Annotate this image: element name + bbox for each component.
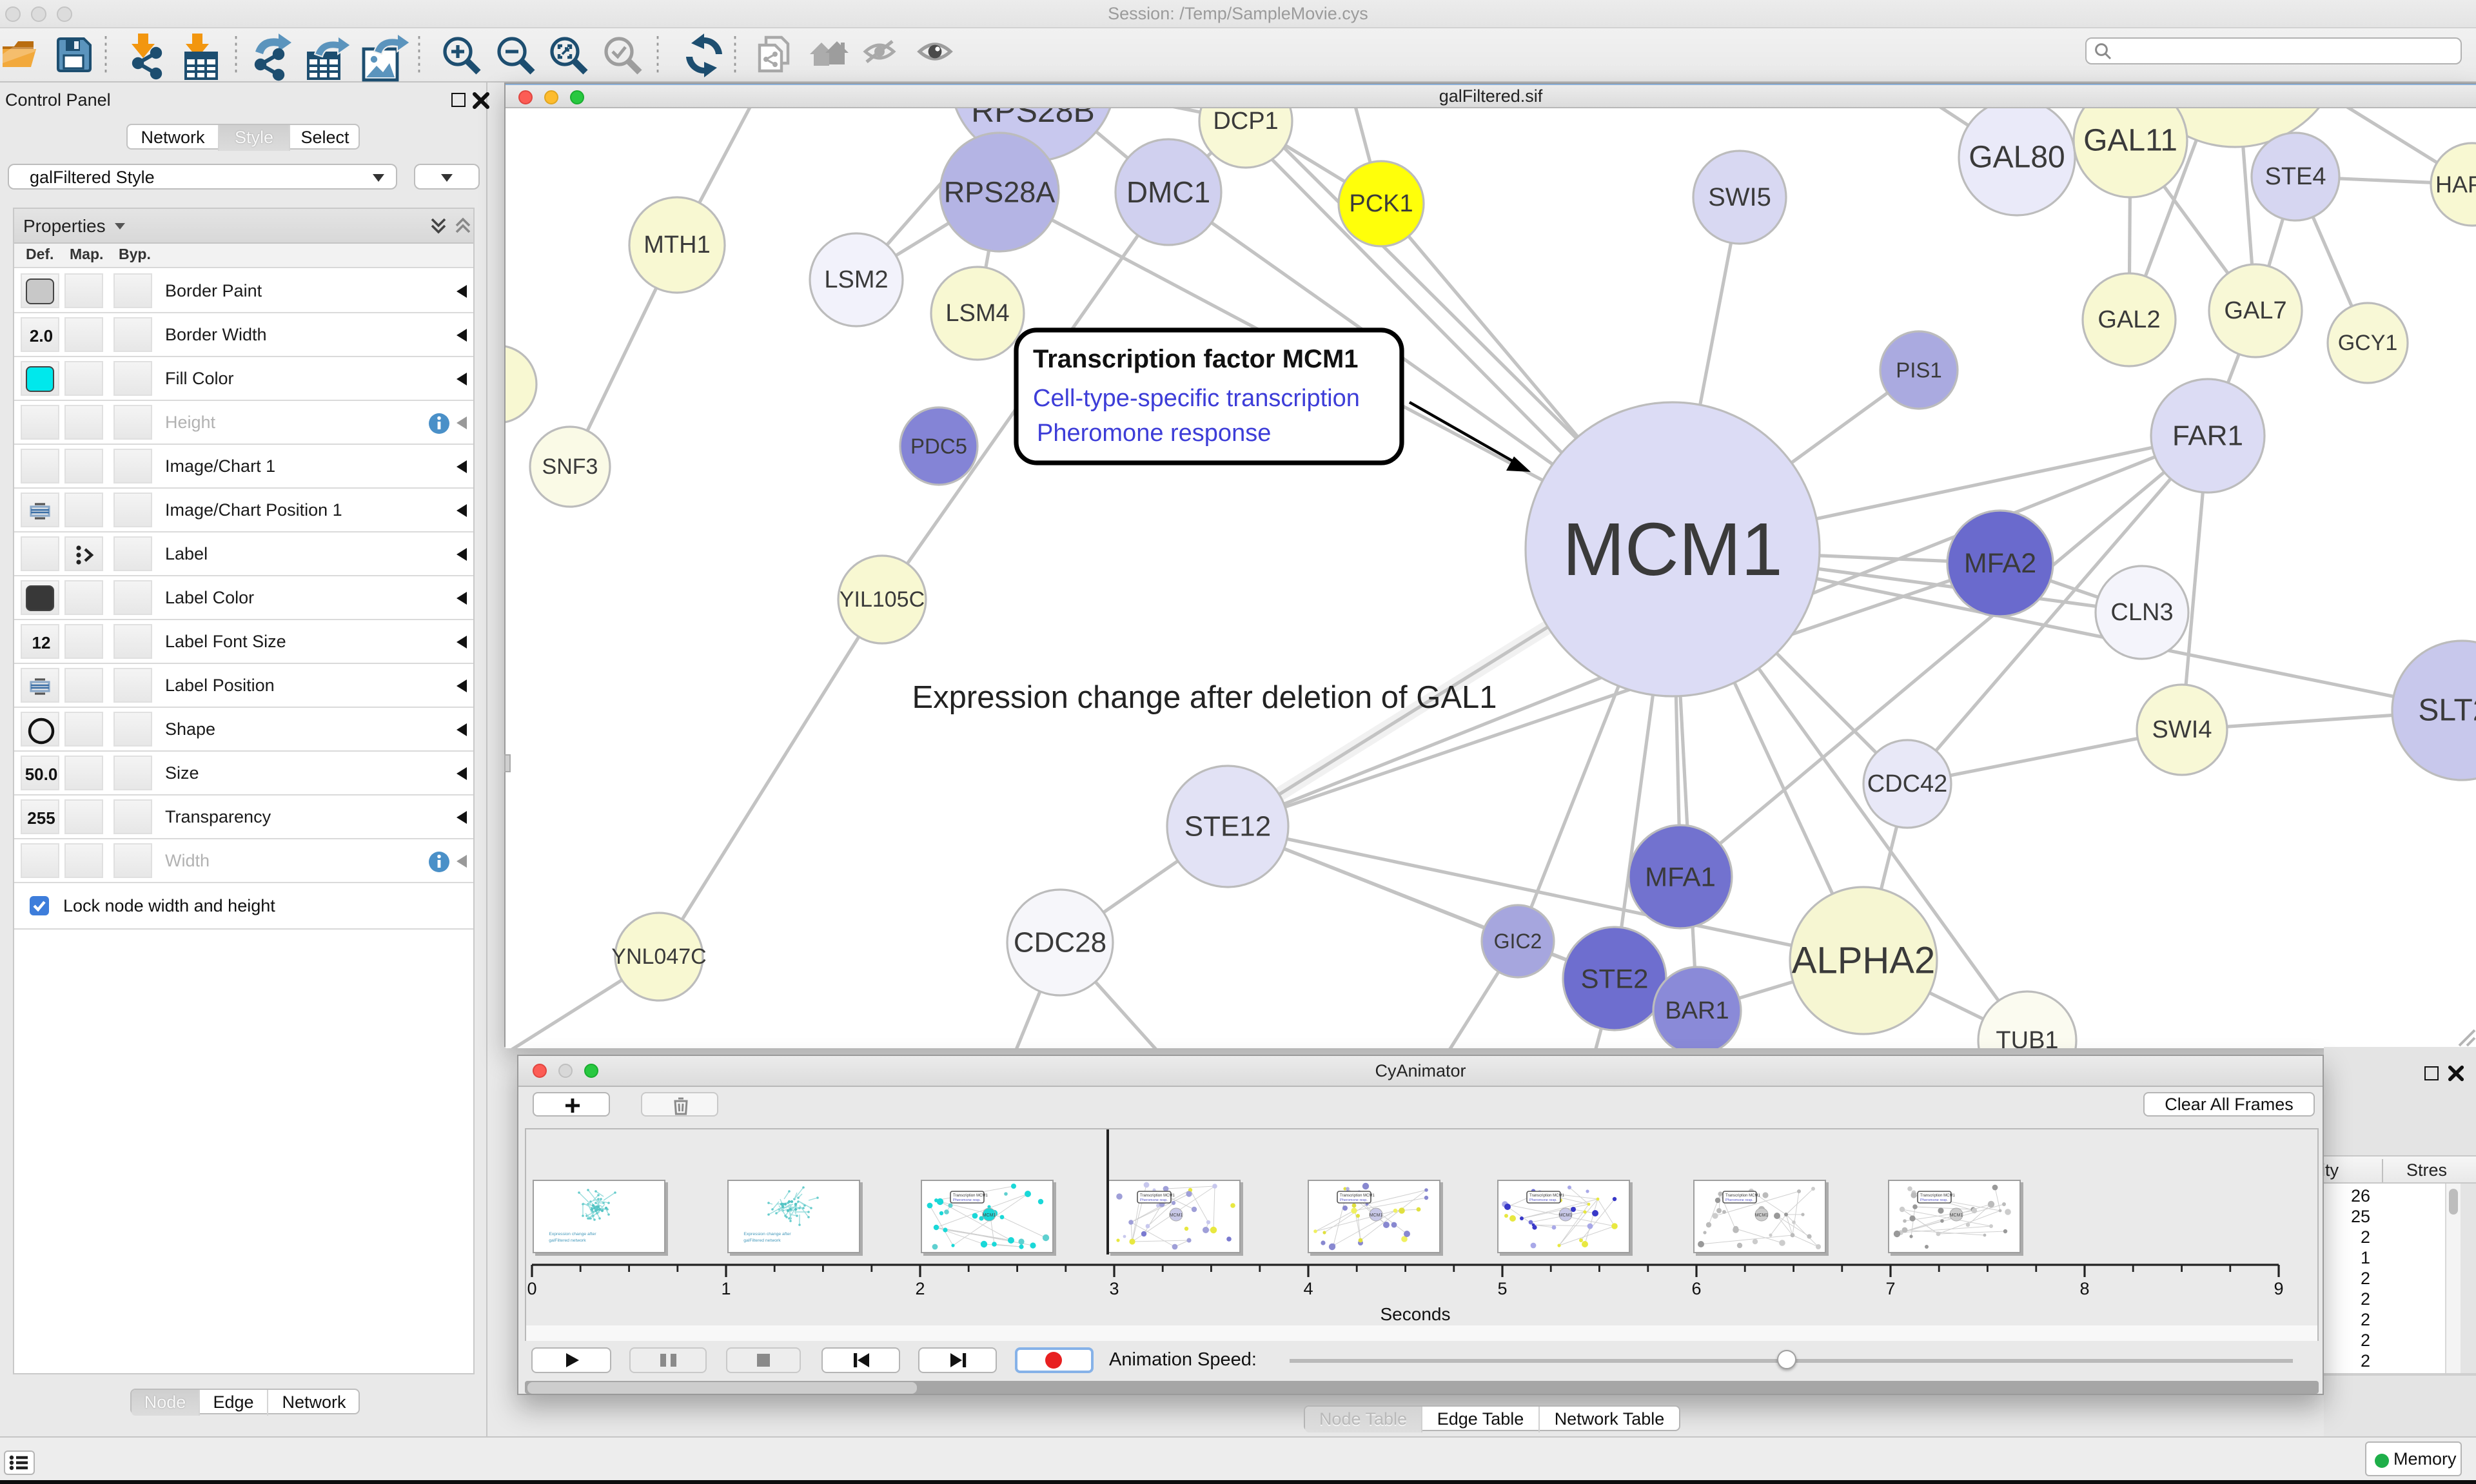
svg-text:SWI4: SWI4 xyxy=(2152,716,2212,743)
svg-text:Cell-type-specific transcripti: Cell-type-specific transcription xyxy=(1033,385,1360,412)
svg-text:SWI5: SWI5 xyxy=(1708,183,1771,211)
svg-text:Pheromone resp.: Pheromone resp. xyxy=(1529,1198,1557,1202)
svg-text:PCK1: PCK1 xyxy=(1349,190,1413,217)
svg-text:STE2: STE2 xyxy=(1580,964,1648,994)
svg-text:2: 2 xyxy=(915,1279,925,1298)
svg-text:5: 5 xyxy=(1497,1279,1507,1298)
svg-text:ALPHA2: ALPHA2 xyxy=(1792,940,1935,982)
svg-text:galFiltered network: galFiltered network xyxy=(549,1238,586,1243)
svg-text:Transcription factor MCM1: Transcription factor MCM1 xyxy=(1033,345,1359,373)
svg-text:DMC1: DMC1 xyxy=(1126,175,1210,209)
svg-text:MCM1: MCM1 xyxy=(983,1213,996,1218)
svg-text:3: 3 xyxy=(1109,1279,1119,1298)
svg-text:STE12: STE12 xyxy=(1184,811,1272,843)
svg-text:Transcription MCM1: Transcription MCM1 xyxy=(1920,1194,1955,1198)
svg-text:Expression change after deleti: Expression change after deletion of GAL1 xyxy=(912,680,1497,715)
svg-text:GCY1: GCY1 xyxy=(2338,331,2398,355)
svg-text:Expression change after: Expression change after xyxy=(549,1232,596,1236)
svg-text:RPS28B: RPS28B xyxy=(971,108,1095,129)
svg-text:MCM1: MCM1 xyxy=(1950,1213,1963,1218)
svg-text:Transcription MCM1: Transcription MCM1 xyxy=(1529,1194,1564,1198)
svg-text:Pheromone resp.: Pheromone resp. xyxy=(1920,1198,1948,1202)
svg-text:DCP1: DCP1 xyxy=(1213,108,1278,135)
svg-text:1: 1 xyxy=(721,1279,731,1298)
svg-text:MCM1: MCM1 xyxy=(1755,1213,1769,1218)
svg-text:STE4: STE4 xyxy=(2265,163,2326,190)
svg-text:Transcription MCM1: Transcription MCM1 xyxy=(953,1194,988,1198)
svg-text:Pheromone resp.: Pheromone resp. xyxy=(1140,1198,1168,1202)
svg-text:BAR1: BAR1 xyxy=(1665,997,1729,1024)
svg-text:MCM1: MCM1 xyxy=(1562,507,1783,591)
svg-text:MFA2: MFA2 xyxy=(1964,548,2036,579)
svg-text:0: 0 xyxy=(527,1279,536,1298)
svg-text:GAL2: GAL2 xyxy=(2098,306,2160,333)
svg-text:GAL7: GAL7 xyxy=(2224,297,2286,324)
svg-text:PDC5: PDC5 xyxy=(910,434,967,458)
svg-text:MCM1: MCM1 xyxy=(1559,1213,1573,1218)
svg-text:Transcription MCM1: Transcription MCM1 xyxy=(1725,1194,1760,1198)
svg-text:GAL80: GAL80 xyxy=(1969,141,2065,175)
svg-text:Pheromone resp.: Pheromone resp. xyxy=(1725,1198,1753,1202)
svg-text:FAR1: FAR1 xyxy=(2172,420,2243,452)
svg-text:HAP2: HAP2 xyxy=(2435,171,2476,198)
svg-text:Pheromone resp.: Pheromone resp. xyxy=(1340,1198,1368,1202)
svg-text:Pheromone resp.: Pheromone resp. xyxy=(953,1198,981,1202)
svg-text:SLT2: SLT2 xyxy=(2418,694,2476,728)
svg-text:CDC42: CDC42 xyxy=(1867,770,1948,797)
svg-text:Transcription MCM1: Transcription MCM1 xyxy=(1140,1194,1175,1198)
svg-text:CDC28: CDC28 xyxy=(1014,927,1106,959)
svg-text:Pheromone response: Pheromone response xyxy=(1037,420,1271,447)
svg-text:LSM2: LSM2 xyxy=(824,266,888,293)
svg-text:Expression change after: Expression change after xyxy=(743,1232,791,1236)
svg-text:YNL047C: YNL047C xyxy=(611,944,706,969)
svg-text:LSM4: LSM4 xyxy=(945,300,1009,327)
svg-text:MTH1: MTH1 xyxy=(644,231,710,259)
svg-text:MCM1: MCM1 xyxy=(1170,1213,1183,1218)
svg-text:MFA1: MFA1 xyxy=(1645,862,1716,892)
svg-text:PIS1: PIS1 xyxy=(1896,358,1942,382)
svg-text:MCM1: MCM1 xyxy=(1370,1213,1383,1218)
svg-text:9: 9 xyxy=(2274,1279,2283,1298)
svg-text:CLN3: CLN3 xyxy=(2110,599,2173,626)
svg-text:GAL11: GAL11 xyxy=(2083,124,2177,158)
svg-text:6: 6 xyxy=(1691,1279,1701,1298)
svg-text:7: 7 xyxy=(1885,1279,1895,1298)
svg-text:SNF3: SNF3 xyxy=(542,454,598,479)
svg-text:TUB1: TUB1 xyxy=(1996,1027,2058,1048)
svg-text:8: 8 xyxy=(2079,1279,2089,1298)
svg-text:RPS28A: RPS28A xyxy=(944,176,1056,209)
svg-text:Transcription MCM1: Transcription MCM1 xyxy=(1340,1194,1375,1198)
svg-text:galFiltered network: galFiltered network xyxy=(743,1238,781,1243)
svg-text:YIL105C: YIL105C xyxy=(840,587,925,612)
svg-text:4: 4 xyxy=(1303,1279,1313,1298)
svg-text:GIC2: GIC2 xyxy=(1494,930,1542,953)
